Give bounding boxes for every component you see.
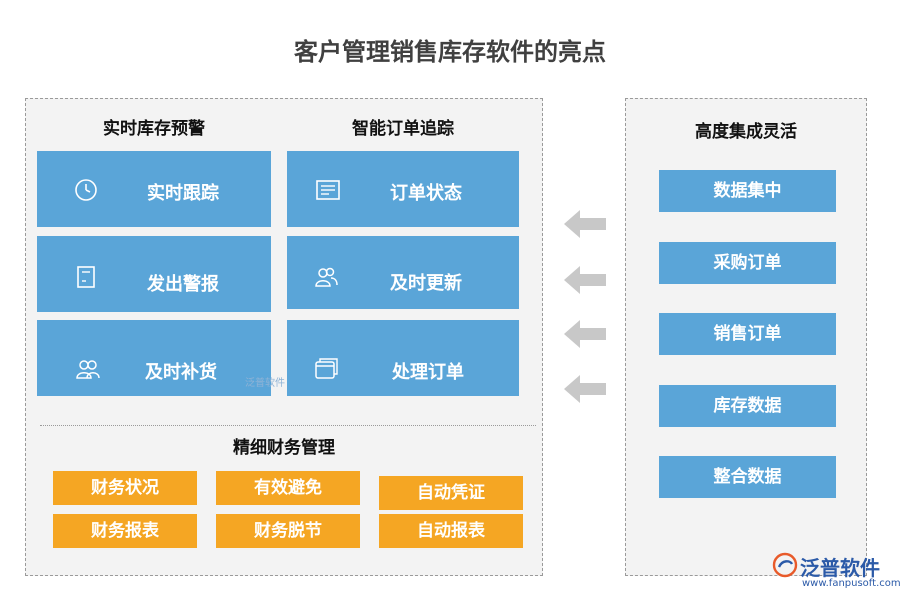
finance-item: 有效避免 [216,471,360,505]
col2-heading: 智能订单追踪 [352,119,454,139]
right-item: 采购订单 [659,242,836,284]
clipboard-icon [77,266,95,288]
window-icon [315,358,338,379]
box-realtime-tracking: 实时跟踪 [37,151,271,227]
finance-item: 自动报表 [379,514,523,548]
finance-heading: 精细财务管理 [233,438,335,458]
finance-item: 自动凭证 [379,476,523,510]
box-send-alert: 发出警报 [37,236,271,312]
right-item: 销售订单 [659,313,836,355]
left-arrow-icon [564,210,606,238]
col1-heading: 实时库存预警 [103,119,205,139]
box-label: 处理订单 [392,362,464,383]
box-process-orders: 处理订单 [287,320,519,396]
right-heading: 高度集成灵活 [695,122,797,142]
logo: 泛普软件 www.fanpusoft.com [772,552,900,592]
box-label: 发出警报 [147,274,219,295]
box-timely-update: 及时更新 [287,236,519,309]
left-arrow-icon [564,320,606,348]
logo-icon [772,552,798,578]
page-title: 客户管理销售库存软件的亮点 [294,38,606,66]
right-item: 数据集中 [659,170,836,212]
left-arrow-icon [564,375,606,403]
box-label: 及时更新 [390,273,462,294]
box-label: 及时补货 [145,362,217,383]
box-label: 订单状态 [390,183,462,204]
finance-item: 财务状况 [53,471,197,505]
right-item: 整合数据 [659,456,836,498]
users-icon [315,267,338,287]
box-label: 实时跟踪 [147,183,219,204]
watermark: 泛普软件 [245,378,285,389]
box-order-status: 订单状态 [287,151,519,227]
finance-item: 财务脱节 [216,514,360,548]
left-arrow-icon [564,266,606,294]
clock-icon [75,179,97,201]
document-list-icon [316,180,340,200]
finance-item: 财务报表 [53,514,197,548]
divider [40,425,536,426]
right-item: 库存数据 [659,385,836,427]
logo-name: 泛普软件 [800,556,880,580]
box-timely-restock: 及时补货 [37,320,271,396]
group-icon [76,360,100,379]
logo-url: www.fanpusoft.com [802,578,900,589]
